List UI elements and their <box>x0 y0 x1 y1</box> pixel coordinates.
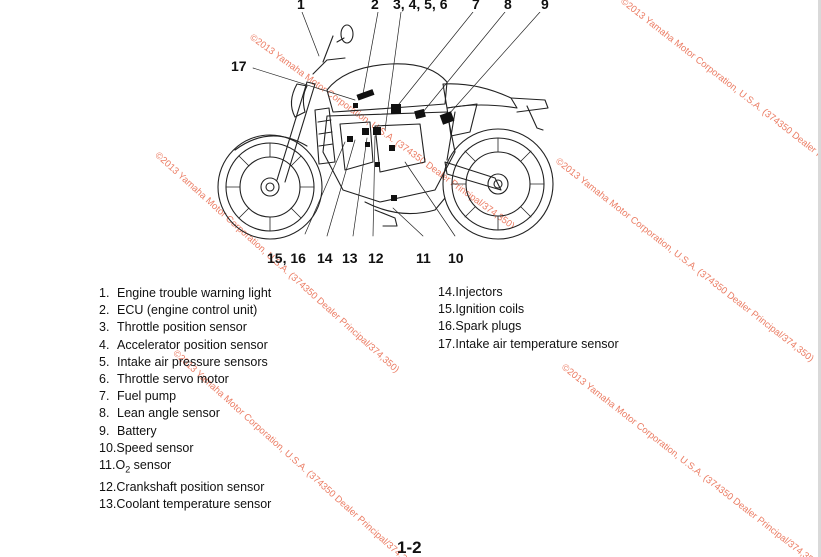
callout-2: 2 <box>371 0 379 12</box>
list-item: 12.Crankshaft position sensor <box>99 479 265 494</box>
list-item: 13.Coolant temperature sensor <box>99 496 272 511</box>
list-item: 1.Engine trouble warning light <box>99 286 272 300</box>
page-number: 1-2 <box>397 538 422 557</box>
callout-9: 9 <box>541 0 549 12</box>
callout-14: 14 <box>317 250 333 266</box>
component-list-right: 14.Injectors 15.Ignition coils 16.Spark … <box>438 284 619 353</box>
list-item: 17.Intake air temperature sensor <box>438 336 619 351</box>
list-item: 7.Fuel pump <box>99 389 177 404</box>
list-item: 8.Lean angle sensor <box>99 406 220 421</box>
callout-10: 10 <box>448 250 464 266</box>
callout-1: 1 <box>297 0 305 12</box>
component-list-left: 1.Engine trouble warning light 2.ECU (en… <box>99 285 271 513</box>
list-item: 11.O2 sensor <box>99 458 172 475</box>
list-item: 9.Battery <box>99 423 157 438</box>
list-item: 16.Spark plugs <box>438 319 522 334</box>
list-item: 2.ECU (engine control unit) <box>99 303 258 318</box>
list-item: 5.Intake air pressure sensors <box>99 354 268 369</box>
callout-8: 8 <box>504 0 512 12</box>
list-item: 4.Accelerator position sensor <box>99 337 268 352</box>
callout-11: 11 <box>416 250 431 266</box>
list-item: 15.Ignition coils <box>438 302 525 317</box>
callout-13: 13 <box>342 250 358 266</box>
callout-15-16: 15, 16 <box>267 250 306 266</box>
callout-7: 7 <box>472 0 480 12</box>
watermark: ©2013 Yamaha Motor Corporation, U.S.A. (… <box>559 362 821 557</box>
watermark: ©2013 Yamaha Motor Corporation, U.S.A. (… <box>618 0 821 205</box>
scrollbar-track[interactable] <box>818 0 821 557</box>
callout-17: 17 <box>231 58 247 74</box>
list-item: 6.Throttle servo motor <box>99 372 229 387</box>
callout-3-4-5-6: 3, 4, 5, 6 <box>393 0 448 12</box>
list-item: 10.Speed sensor <box>99 440 194 455</box>
list-item: 14.Injectors <box>438 285 503 299</box>
callout-12: 12 <box>368 250 384 266</box>
motorcycle-diagram <box>217 12 554 240</box>
list-item: 3.Throttle position sensor <box>99 320 247 335</box>
